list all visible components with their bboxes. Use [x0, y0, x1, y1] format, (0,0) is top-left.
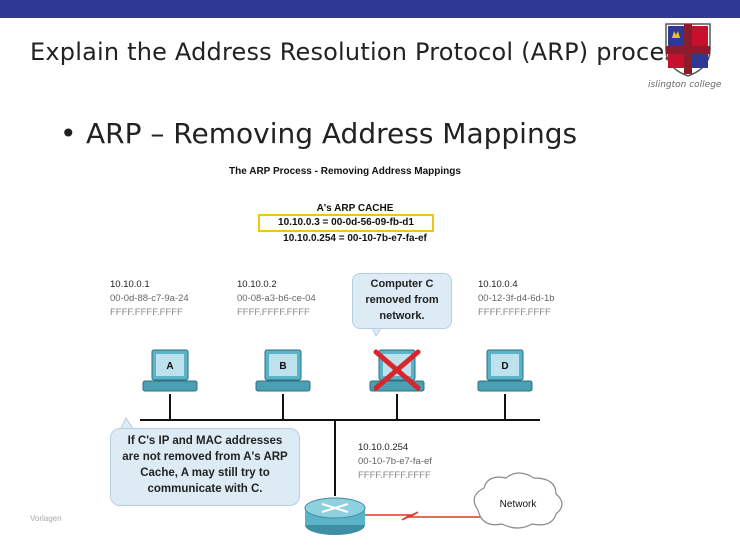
router-broadcast: FFFF.FFFF.FFFF — [358, 470, 431, 481]
footer-text: Vorlagen — [30, 514, 62, 523]
host-a-info: 10.10.0.1 00-0d-88-c7-9a-24 FFFF.FFFF.FF… — [110, 278, 189, 320]
removed-x-icon — [373, 349, 421, 391]
router-info: 10.10.0.254 00-10-7b-e7-fa-ef FFFF.FFFF.… — [358, 441, 432, 483]
arp-cache-entry-highlighted: 10.10.0.3 = 00-0d-56-09-fb-d1 — [258, 214, 434, 232]
bullet-point: • ARP – Removing Address Mappings — [60, 117, 577, 150]
host-b-info: 10.10.0.2 00-08-a3-b6-ce-04 FFFF.FFFF.FF… — [237, 278, 316, 320]
callout-line: removed from — [365, 294, 439, 306]
host-mac: 00-08-a3-b6-ce-04 — [237, 293, 316, 304]
callout-line: Cache, A may still try to — [140, 467, 270, 479]
callout-line: network. — [379, 310, 425, 322]
host-ip: 10.10.0.2 — [237, 279, 277, 290]
logo-text: islington college — [648, 80, 722, 90]
cloud-label: Network — [500, 499, 538, 510]
pc-label: B — [279, 361, 286, 372]
serial-link — [365, 511, 488, 521]
network-cloud-icon: Network — [473, 472, 563, 529]
host-ip: 10.10.0.4 — [478, 279, 518, 290]
pc-label: A — [166, 361, 173, 372]
computer-icon-a: A — [142, 349, 198, 392]
host-d-info: 10.10.0.4 00-12-3f-d4-6d-1b FFFF.FFFF.FF… — [478, 278, 555, 320]
bullet-text: ARP – Removing Address Mappings — [86, 117, 578, 150]
college-logo — [664, 22, 712, 78]
pc-label: D — [501, 361, 508, 372]
router-icon — [304, 497, 366, 535]
computer-icon-d: D — [477, 349, 533, 392]
host-broadcast: FFFF.FFFF.FFFF — [478, 307, 551, 318]
callout-removed: Computer C removed from network. — [352, 273, 452, 329]
router-mac: 00-10-7b-e7-fa-ef — [358, 456, 432, 467]
host-ip: 10.10.0.1 — [110, 279, 150, 290]
host-broadcast: FFFF.FFFF.FFFF — [110, 307, 183, 318]
callout-explanation: If C's IP and MAC addresses are not remo… — [110, 428, 300, 506]
host-mac: 00-12-3f-d4-6d-1b — [478, 293, 555, 304]
callout-line: Computer C — [370, 278, 434, 290]
bullet-icon: • — [60, 117, 77, 150]
computer-icon-c-removed — [369, 349, 425, 392]
callout-line: are not removed from A's ARP — [122, 451, 288, 463]
slide-title: Explain the Address Resolution Protocol … — [30, 38, 698, 66]
arp-cache-heading: A's ARP CACHE — [316, 203, 394, 214]
diagram-title: The ARP Process - Removing Address Mappi… — [229, 166, 461, 177]
arp-cache-entry: 10.10.0.254 = 00-10-7b-e7-fa-ef — [283, 233, 427, 244]
callout-line: communicate with C. — [147, 483, 263, 495]
computer-icon-b: B — [255, 349, 311, 392]
host-mac: 00-0d-88-c7-9a-24 — [110, 293, 189, 304]
host-broadcast: FFFF.FFFF.FFFF — [237, 307, 310, 318]
callout-line: If C's IP and MAC addresses — [127, 435, 283, 447]
router-ip: 10.10.0.254 — [358, 442, 409, 453]
top-bar — [0, 0, 740, 18]
